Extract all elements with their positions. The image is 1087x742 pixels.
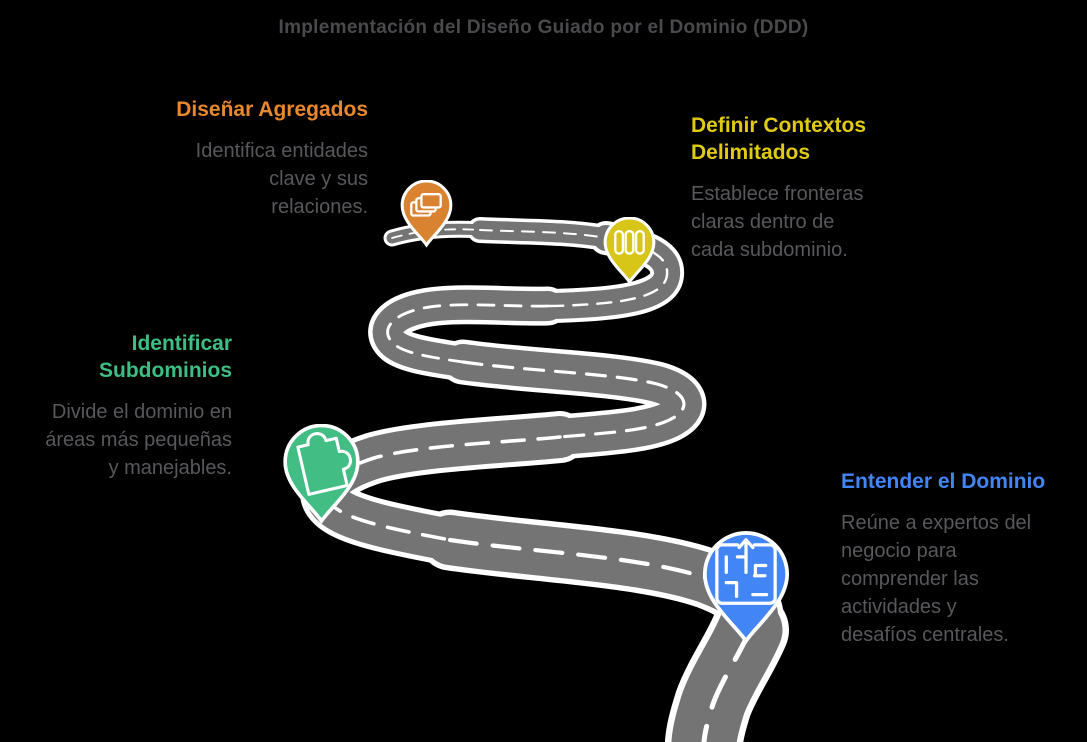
step-identificar-subdominios: Identificar Subdominios Divide el domini…: [45, 330, 232, 482]
puzzle-icon: [296, 432, 352, 496]
step-disenar-agregados: Diseñar Agregados Identifica entidades c…: [176, 96, 368, 221]
step-body-line: Reúne a expertos del: [841, 512, 1032, 534]
step-heading: Entender el Dominio: [841, 470, 1046, 493]
step-body-line: Establece fronteras: [691, 183, 864, 205]
step-body-line: cada subdominio.: [691, 239, 848, 261]
step-body-line: actividades y: [841, 596, 957, 618]
pin-identificar-subdominios: [283, 424, 360, 525]
step-description: Establece fronteras claras dentro de cad…: [691, 180, 866, 264]
pin-disenar-agregados: [400, 180, 453, 248]
step-body-line: desafíos centrales.: [841, 624, 1009, 646]
step-definir-contextos: Definir Contextos Delimitados Establece …: [691, 112, 866, 264]
page-title: Implementación del Diseño Guiado por el …: [278, 17, 809, 38]
step-heading: Definir Contextos Delimitados: [691, 114, 867, 164]
step-body-line: comprender las: [841, 568, 979, 590]
columns-icon: [614, 230, 645, 255]
step-body-line: Divide el dominio en: [51, 401, 232, 423]
step-description: Reúne a expertos del negocio para compre…: [841, 509, 1045, 649]
step-description: Identifica entidades clave y sus relacio…: [176, 137, 368, 221]
step-heading: Identificar Subdominios: [99, 332, 232, 382]
maze-arrow-icon: [715, 538, 777, 605]
step-entender-dominio: Entender el Dominio Reúne a expertos del…: [841, 468, 1045, 649]
step-body-line: negocio para: [841, 540, 957, 562]
step-body-line: áreas más pequeñas: [45, 429, 232, 451]
step-description: Divide el dominio en áreas más pequeñas …: [45, 398, 232, 482]
step-heading: Diseñar Agregados: [176, 98, 368, 121]
stacked-cards-icon: [410, 193, 442, 217]
step-body-line: y manejables.: [108, 457, 232, 479]
pin-definir-contextos: [603, 217, 656, 285]
pin-entender-dominio: [702, 531, 790, 645]
step-body-line: Identifica entidades: [195, 140, 368, 162]
step-body-line: clave y sus: [269, 168, 368, 190]
step-body-line: claras dentro de: [691, 211, 835, 233]
step-body-line: relaciones.: [271, 196, 368, 218]
